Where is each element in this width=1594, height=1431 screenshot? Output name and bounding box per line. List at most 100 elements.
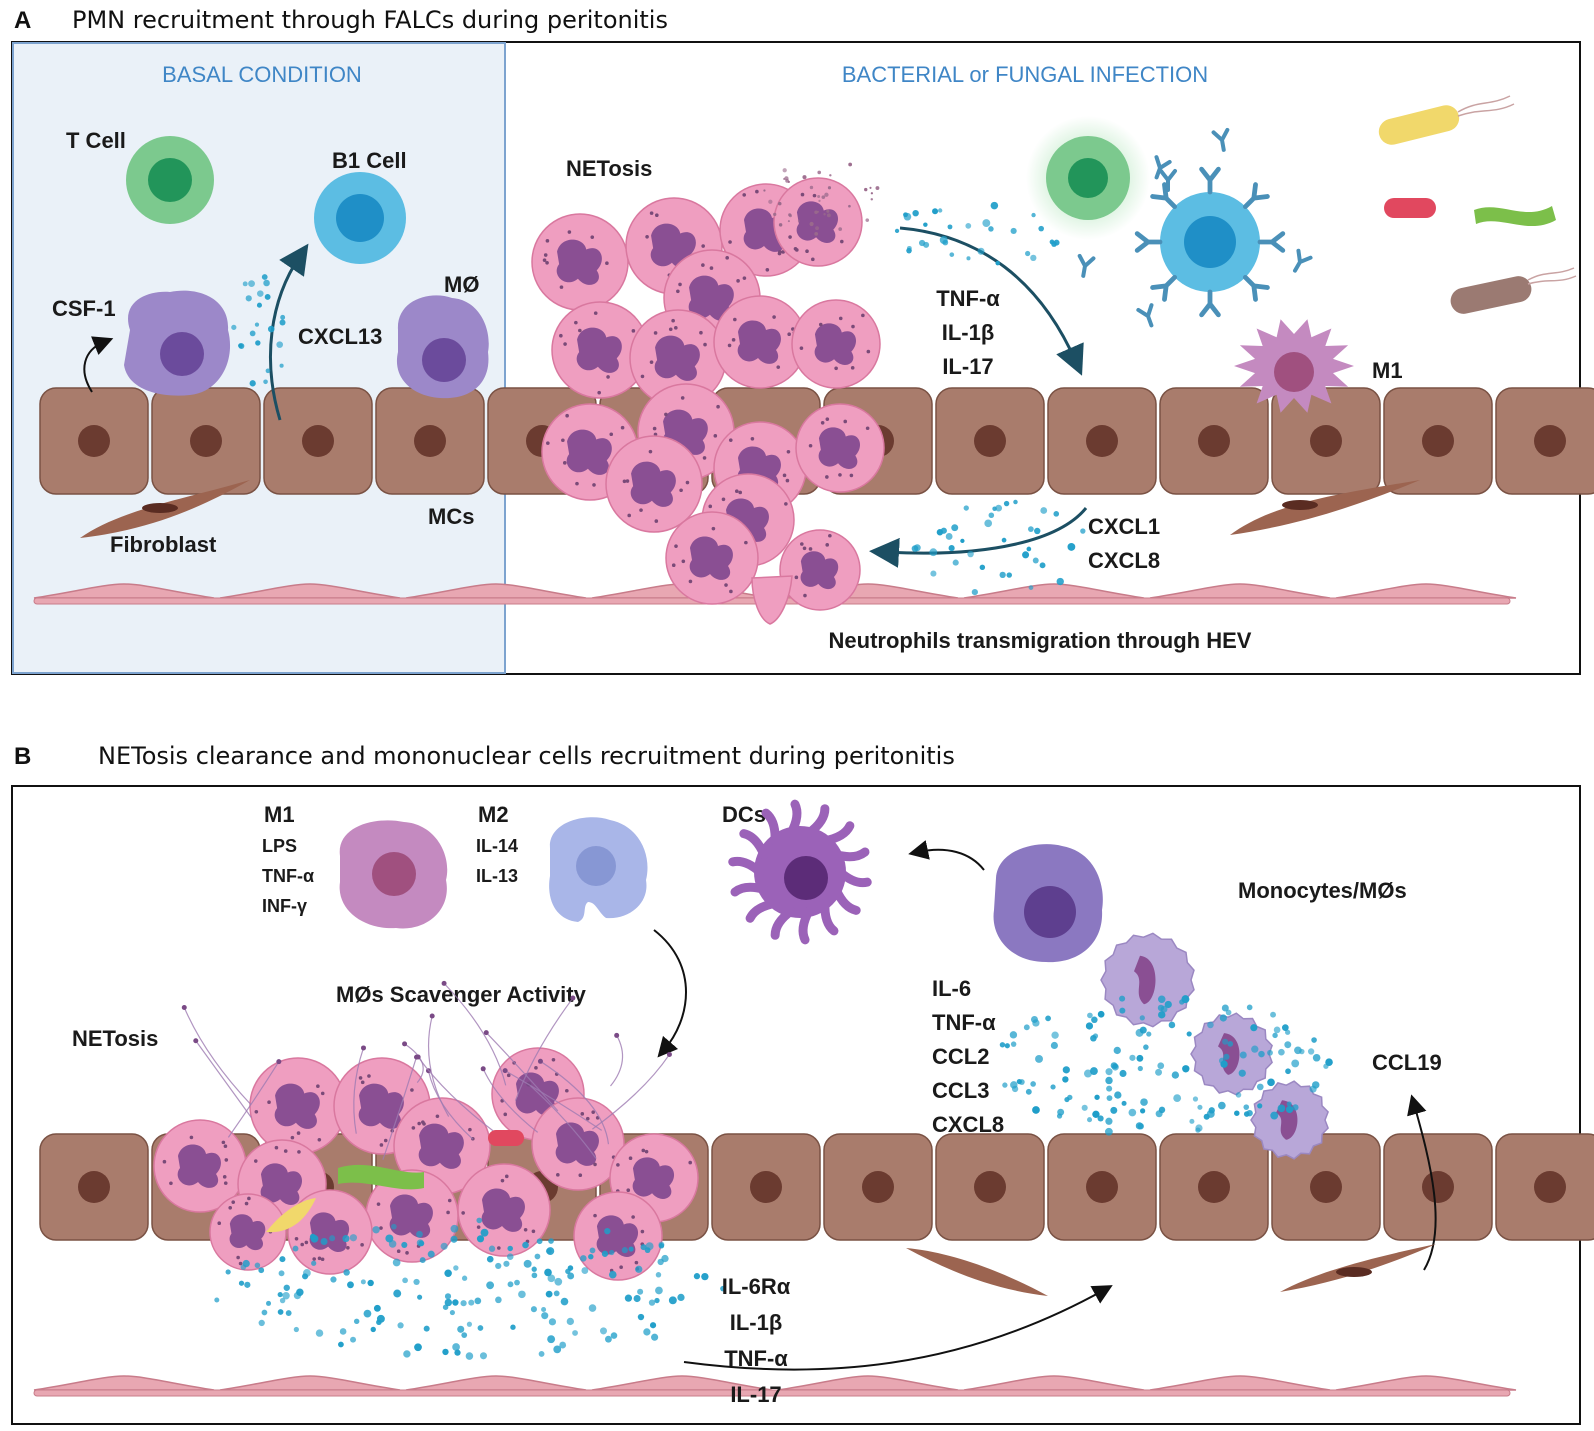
cytokine-dot	[342, 1234, 350, 1243]
cytokine-dot	[545, 1290, 553, 1298]
cytokine-dot	[1040, 507, 1048, 514]
cytokine-dot	[1092, 1033, 1099, 1039]
neutrophil-b-granule	[580, 1112, 585, 1116]
cytokine-dot	[658, 1242, 665, 1249]
cytokine-dot	[965, 222, 972, 229]
cytokine-dot	[444, 1293, 452, 1300]
mesothelial-nucleus	[1086, 425, 1118, 457]
cytokine-dot	[488, 1245, 496, 1252]
net-debris-dot	[817, 170, 822, 175]
cytokine-dot	[654, 1297, 660, 1304]
dc-dendrite	[820, 898, 839, 936]
mesothelial-nucleus	[302, 425, 334, 457]
neutrophil-b-granule	[396, 1249, 401, 1254]
neutrophil-cluster-b	[153, 1047, 699, 1281]
neutrophil-a-granule	[593, 311, 598, 315]
cytokine-dot	[929, 548, 938, 557]
neutrophil-a-granule	[702, 456, 707, 460]
net-debris-dot	[818, 199, 821, 203]
activated-t-cell	[1026, 116, 1150, 240]
cytokine-dot	[1010, 227, 1017, 235]
net-fiber-tip	[415, 1054, 421, 1060]
cytokine-dot	[1004, 1043, 1010, 1049]
cytokine-dot	[292, 1245, 299, 1252]
mesothelial-nucleus	[1422, 425, 1454, 457]
cytokine-dot	[531, 1266, 537, 1272]
neutrophil-b-nucleus	[274, 1083, 320, 1129]
neutrophil-cluster-a	[531, 177, 885, 625]
net-debris-dot	[783, 177, 786, 181]
net-fiber	[540, 1060, 610, 1145]
cytokine-dot	[450, 1224, 459, 1233]
neutrophil-b-granule	[405, 1251, 409, 1255]
dc-dendrite	[761, 808, 780, 846]
m1-label-b: M1	[264, 802, 295, 827]
neutrophil-b-granule	[274, 1145, 279, 1150]
cytokine-dot	[214, 1297, 220, 1303]
cytokine-dot	[628, 1246, 634, 1252]
neutrophil-a-granule	[849, 473, 854, 478]
cytokine-dot	[265, 368, 271, 374]
neutrophil-a-nucleus	[818, 427, 861, 469]
neutrophil-a-nucleus	[814, 323, 857, 365]
cytokine-dot	[567, 1265, 574, 1271]
chemokine-dots-lower	[911, 499, 1086, 596]
cytokine-dot	[1062, 1076, 1069, 1083]
neutrophil-a-granule	[765, 268, 770, 272]
cytokine-dot	[1140, 1108, 1146, 1114]
neutrophil-a-granule	[655, 213, 659, 218]
cytokine-dot	[442, 1348, 449, 1356]
neutrophil-a-granule	[865, 426, 870, 431]
neutrophil-b-nucleus	[418, 1123, 464, 1169]
neutrophil-b-granule	[316, 1084, 320, 1088]
neutrophil-b-granule	[236, 1255, 240, 1260]
cytokine-dot	[541, 1312, 549, 1320]
cytokine-dot	[1087, 1117, 1093, 1123]
net-debris-dot	[827, 186, 832, 190]
fibroblast-b-mid	[906, 1248, 1048, 1296]
mcs-label: MCs	[428, 504, 474, 529]
neutrophil-b-granule	[616, 1163, 620, 1167]
trapped-fungus-yellow	[266, 1198, 316, 1233]
cytokine-dot	[963, 505, 969, 511]
cytokine-dot	[610, 1332, 618, 1339]
neutrophil-b-granule	[317, 1138, 322, 1142]
cytokine-dot	[283, 1284, 290, 1291]
net-fiber	[610, 1035, 624, 1087]
neutrophil-a-granule	[652, 426, 657, 431]
net-fiber	[482, 1068, 539, 1133]
macrophage-resident	[396, 295, 489, 399]
cytokine-dot	[507, 1281, 514, 1288]
neutrophil-a-granule	[803, 593, 807, 598]
endothelial-cell	[1335, 583, 1517, 599]
neutrophil-a-granule	[605, 261, 609, 266]
neutrophil-a-granule	[606, 375, 610, 379]
cytokine-dot	[1011, 1085, 1019, 1093]
net-fiber-tip	[570, 995, 576, 1001]
cytokine-dot	[1239, 1051, 1247, 1059]
neutrophil-a-nucleus	[737, 320, 781, 364]
cytokine-dot	[279, 1297, 286, 1304]
basement-membrane-b	[33, 1375, 1517, 1397]
cytokine-dot	[553, 1290, 560, 1297]
cytokine-dot	[948, 545, 955, 552]
cytokine-dot	[604, 1227, 611, 1235]
cytokine-dot	[894, 228, 900, 234]
neutrophil-a-granule	[701, 244, 705, 248]
dc-dendrite	[728, 856, 765, 877]
neutrophil-a-granule	[681, 559, 686, 564]
cytokine-dot	[403, 1350, 411, 1358]
antibody-free-shape	[1077, 253, 1096, 278]
m1-macrophage-spiky	[1234, 319, 1354, 413]
cytokine-dot	[1157, 1004, 1165, 1011]
cytokine-dot	[486, 1281, 495, 1290]
neutrophil-b-granule	[634, 1260, 639, 1265]
cytokine-dot	[495, 1262, 502, 1270]
cytokine-dot	[1062, 1066, 1070, 1074]
neutrophil-a-nucleus	[566, 429, 612, 475]
cytokine-dot	[1028, 585, 1034, 590]
cytokine-dot	[589, 1247, 596, 1254]
cytokine-dot	[1018, 1079, 1025, 1085]
cytokine-dot	[1218, 1057, 1226, 1064]
cytokine-dot	[393, 1289, 402, 1298]
